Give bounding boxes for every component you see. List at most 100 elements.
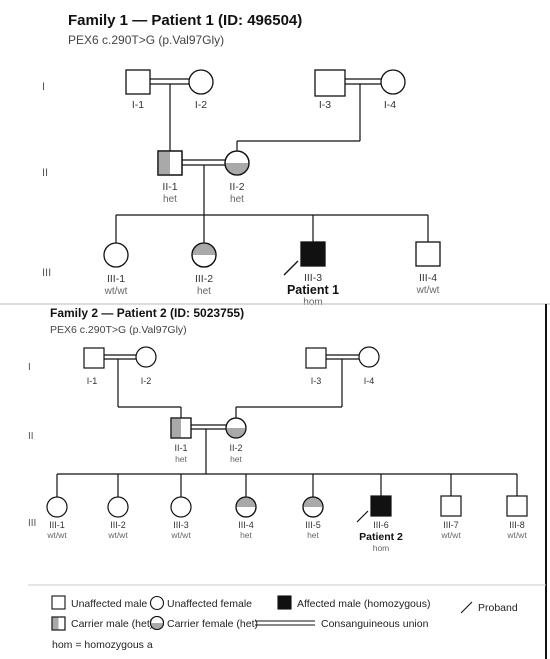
legend-label: Unaffected female bbox=[167, 598, 252, 610]
female-symbol bbox=[46, 496, 68, 518]
male-symbol bbox=[440, 495, 462, 517]
f2-individual-II-1: II-1 het bbox=[170, 417, 192, 464]
male-symbol bbox=[125, 69, 151, 95]
individual-id: III-2 bbox=[195, 273, 213, 285]
carrier-half-fill bbox=[171, 418, 181, 438]
family-1-lines bbox=[115, 78, 429, 243]
f2-individual-III-8: III-8 wt/wt bbox=[506, 495, 528, 540]
individual-id: III-3 bbox=[173, 520, 189, 530]
carrier-half-fill bbox=[236, 497, 256, 507]
female-symbol bbox=[170, 496, 192, 518]
individual-id: I-4 bbox=[384, 99, 396, 111]
individual-id: II-2 bbox=[229, 181, 244, 193]
individual-id: III-6 bbox=[373, 520, 389, 530]
individual-id: III-2 bbox=[110, 520, 126, 530]
individual-id: I-2 bbox=[195, 99, 207, 111]
male-symbol bbox=[51, 595, 66, 610]
f2-individual-I-4: I-4 bbox=[358, 346, 380, 386]
legend-unaffected-male: Unaffected male bbox=[51, 595, 147, 610]
f1-individual-I-4: I-4 bbox=[380, 69, 406, 111]
legend-label: Unaffected male bbox=[71, 598, 147, 610]
family-1-generation-label-1: I bbox=[42, 81, 45, 93]
carrier-half-fill bbox=[158, 151, 170, 175]
individual-id: I-1 bbox=[132, 99, 144, 111]
legend-label: Carrier male (het) bbox=[71, 618, 153, 630]
male-symbol bbox=[415, 241, 441, 267]
family-2-generation-label-2: II bbox=[28, 431, 34, 442]
f2-individual-I-2: I-2 bbox=[135, 346, 157, 386]
individual-id: III-3 bbox=[304, 272, 322, 284]
f2-individual-III-2: III-2 wt/wt bbox=[107, 496, 129, 540]
affected-male-symbol bbox=[370, 495, 392, 517]
carrier-half-fill bbox=[303, 497, 323, 507]
genotype-label: het bbox=[163, 194, 177, 205]
genotype-label: wt/wt bbox=[440, 530, 461, 540]
male-symbol bbox=[305, 347, 327, 369]
individual-id: II-1 bbox=[162, 181, 177, 193]
f1-individual-I-1: I-1 bbox=[125, 69, 151, 111]
genotype-label: het bbox=[197, 286, 211, 297]
family-1-variant: PEX6 c.290T>G (p.Val97Gly) bbox=[68, 33, 224, 47]
family-1-title: Family 1 — Patient 1 (ID: 496504) bbox=[68, 12, 302, 29]
individual-id: III-1 bbox=[107, 273, 125, 285]
f2-individual-III-5: III-5 het bbox=[302, 496, 324, 540]
f2-individual-III-6: III-6 Patient 2 hom bbox=[356, 495, 403, 553]
female-symbol bbox=[380, 69, 406, 95]
legend-label: Carrier female (het) bbox=[167, 618, 258, 630]
individual-id: I-3 bbox=[319, 99, 331, 111]
family-1-pedigree: Family 1 — Patient 1 (ID: 496504) PEX6 c… bbox=[42, 12, 441, 308]
proband-arrow bbox=[356, 510, 369, 523]
f2-individual-III-7: III-7 wt/wt bbox=[440, 495, 462, 540]
genotype-label: wt/wt bbox=[416, 285, 440, 296]
legend-proband: Proband bbox=[460, 601, 518, 614]
individual-id: III-8 bbox=[509, 520, 525, 530]
male-symbol bbox=[506, 495, 528, 517]
female-symbol bbox=[103, 242, 129, 268]
family-1-generation-label-3: III bbox=[42, 267, 51, 279]
individual-id: III-7 bbox=[443, 520, 459, 530]
proband-label: Patient 2 bbox=[359, 531, 403, 543]
male-symbol bbox=[83, 347, 105, 369]
f2-individual-III-4: III-4 het bbox=[235, 496, 257, 540]
legend-footnote: hom = homozygous a bbox=[52, 639, 153, 651]
family-2-title: Family 2 — Patient 2 (ID: 5023755) bbox=[50, 306, 244, 320]
genotype-label: wt/wt bbox=[46, 530, 67, 540]
f1-individual-III-2: III-2 het bbox=[191, 242, 217, 297]
individual-id: I-4 bbox=[364, 376, 375, 386]
carrier-half-fill bbox=[192, 243, 216, 255]
genotype-label: wt/wt bbox=[170, 530, 191, 540]
female-symbol bbox=[149, 595, 165, 611]
genotype-label: hom bbox=[303, 297, 322, 308]
f1-individual-II-2: II-2 het bbox=[224, 150, 250, 205]
female-symbol bbox=[135, 346, 157, 368]
f1-individual-I-3: I-3 bbox=[314, 69, 346, 111]
legend-consanguineous: Consanguineous union bbox=[255, 618, 429, 630]
female-symbol bbox=[107, 496, 129, 518]
affected-male-symbol bbox=[300, 241, 326, 267]
legend-label: Consanguineous union bbox=[321, 618, 429, 630]
f1-individual-III-3: III-3 Patient 1 hom bbox=[283, 241, 339, 308]
genotype-label: het bbox=[175, 454, 187, 464]
genotype-label: wt/wt bbox=[107, 530, 128, 540]
legend-unaffected-female: Unaffected female bbox=[149, 595, 252, 611]
f1-individual-I-2: I-2 bbox=[188, 69, 214, 111]
female-symbol bbox=[188, 69, 214, 95]
f2-individual-III-1: III-1 wt/wt bbox=[46, 496, 68, 540]
genotype-label: wt/wt bbox=[104, 286, 128, 297]
male-symbol bbox=[314, 69, 346, 97]
f1-individual-II-1: II-1 het bbox=[157, 150, 183, 205]
individual-id: III-1 bbox=[49, 520, 65, 530]
genotype-label: het bbox=[307, 530, 319, 540]
legend-affected-male: Affected male (homozygous) bbox=[277, 595, 430, 610]
female-symbol bbox=[358, 346, 380, 368]
carrier-half-fill bbox=[225, 163, 249, 175]
f2-individual-I-1: I-1 bbox=[83, 347, 105, 386]
legend-label: Affected male (homozygous) bbox=[297, 598, 430, 610]
proband-label: Patient 1 bbox=[287, 283, 339, 297]
legend-label: Proband bbox=[478, 602, 518, 614]
f2-individual-II-2: II-2 het bbox=[225, 417, 247, 464]
proband-arrow bbox=[283, 260, 299, 276]
genotype-label: het bbox=[230, 194, 244, 205]
